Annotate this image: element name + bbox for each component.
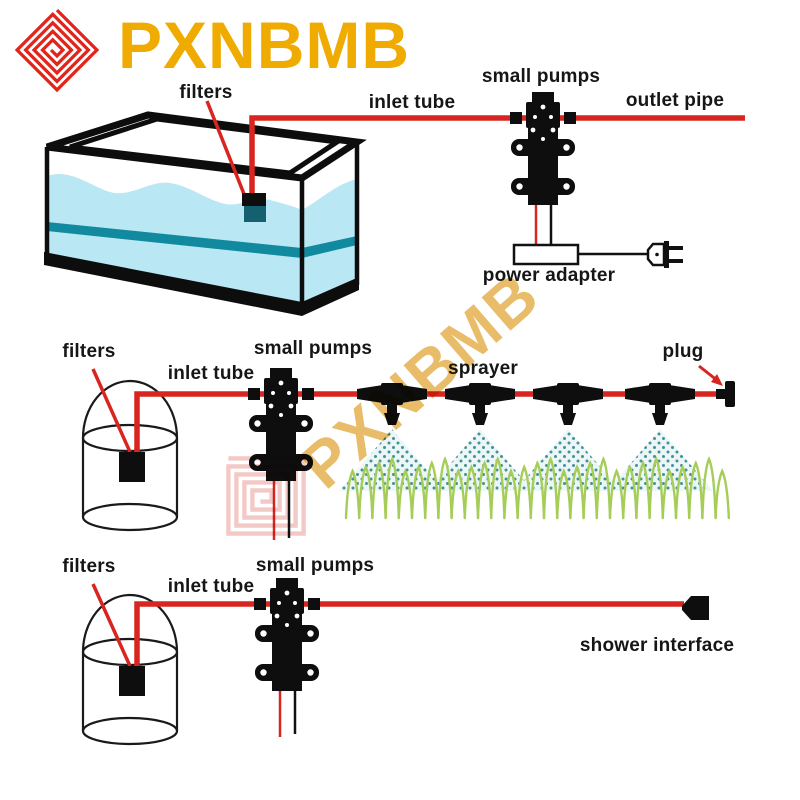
- power-plug-icon: [646, 241, 683, 268]
- sprayer-icon-3: [533, 383, 603, 425]
- filters-pointer-line-middle: [91, 368, 132, 453]
- filter-block-tank: [242, 193, 266, 222]
- filter-block-bottom: [119, 666, 145, 696]
- filter-block-middle: [119, 452, 145, 482]
- grass: [344, 456, 730, 520]
- label-filters-bottom: filters: [62, 556, 116, 577]
- label-small-pumps-top: small pumps: [481, 66, 601, 87]
- label-power-adapter: power adapter: [482, 265, 616, 286]
- tube-end-plug-icon: [716, 381, 735, 407]
- power-adapter-box: [512, 243, 648, 266]
- label-outlet-pipe: outlet pipe: [625, 90, 725, 111]
- filters-pointer-line-bottom: [91, 583, 132, 667]
- label-shower-interface: shower interface: [579, 635, 735, 656]
- small-pump-icon-top: [510, 92, 576, 205]
- sprayer-icon-2: [445, 383, 515, 425]
- brand-wordmark: PXNBMB: [118, 8, 411, 82]
- shower-interface-icon: [682, 596, 709, 620]
- label-small-pumps-bottom: small pumps: [255, 555, 375, 576]
- filters-pointer-line-top: [205, 100, 246, 195]
- inlet-tube-bottom: [134, 601, 684, 668]
- label-filters-middle: filters: [62, 341, 116, 362]
- aquarium-tank: [44, 111, 367, 316]
- brand-logo-icon: [15, 8, 99, 92]
- label-small-pumps-middle: small pumps: [253, 338, 373, 359]
- label-inlet-tube-bottom: inlet tube: [167, 576, 255, 597]
- label-inlet-tube-top: inlet tube: [368, 92, 456, 113]
- label-filters-top: filters: [179, 82, 233, 103]
- label-plug: plug: [662, 341, 704, 362]
- label-sprayer: sprayer: [447, 358, 519, 379]
- sprayer-icon-1: [357, 383, 427, 425]
- label-inlet-tube-middle: inlet tube: [167, 363, 255, 384]
- sprayer-icon-4: [625, 383, 695, 425]
- inlet-outlet-tube-top: [249, 115, 745, 196]
- inlet-tube-middle: [134, 391, 718, 455]
- small-pump-icon-bottom: [254, 578, 320, 691]
- plug-pointer-arrow: [698, 364, 723, 386]
